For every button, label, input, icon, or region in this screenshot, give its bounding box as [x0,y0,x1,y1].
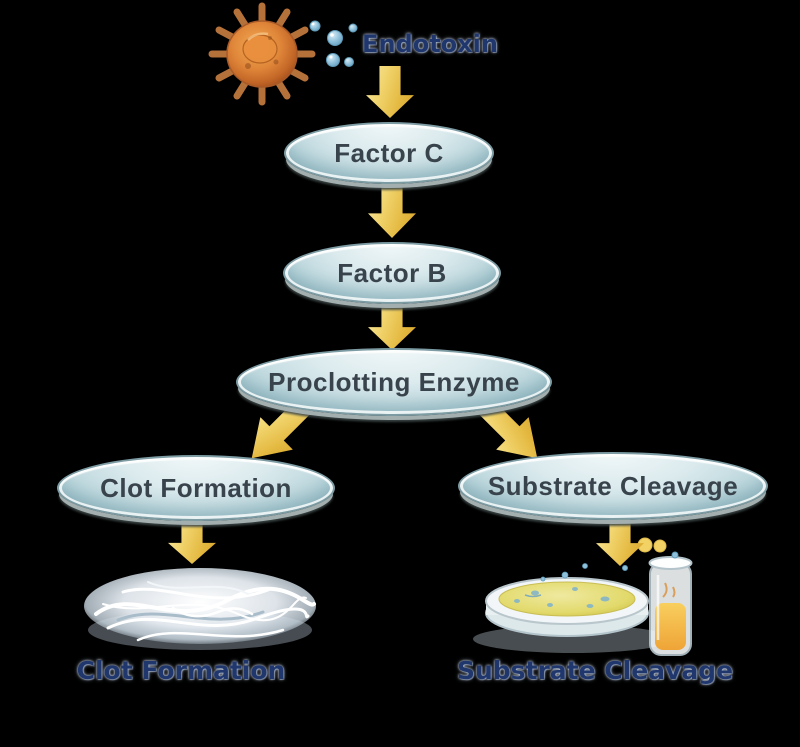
petri-dish-icon [485,563,649,637]
node-factor-c: Factor C [284,122,494,184]
agar-speckles-icon [514,587,610,608]
endotoxin-bubbles-icon [309,20,358,67]
node-substrate-cleavage-label: Substrate Cleavage [487,470,739,501]
endotoxin-illustration [208,2,358,106]
arrow-factor-b-to-proclotting-enzyme [368,298,416,350]
node-clot-formation-label: Clot Formation [100,472,292,503]
substrate-cleavage-illustration [473,537,693,656]
floating-specks-icon [540,563,588,582]
node-factor-b-label: Factor B [337,257,447,288]
node-clot-formation: Clot Formation [57,455,335,521]
node-proclotting-enzyme: Proclotting Enzyme [236,348,552,416]
node-factor-c-label: Factor C [334,137,444,168]
arrow-factor-c-to-factor-b [368,182,416,238]
substrate-cleavage-caption: Substrate Cleavage [456,656,734,685]
fibrin-clot-illustration [84,568,316,650]
cell-body-icon [226,20,298,88]
arrow-endotoxin-to-factor-c [366,66,414,118]
node-factor-b: Factor B [283,242,501,304]
clot-formation-caption: Clot Formation [76,656,286,685]
node-substrate-cleavage: Substrate Cleavage [458,452,768,520]
test-tube-icon [648,556,693,656]
clot-fibers-icon [94,581,316,642]
clot-mass-icon [84,568,316,644]
endotoxin-label: Endotoxin [362,30,498,58]
tube-bubbles-icon [622,537,679,571]
node-proclotting-enzyme-label: Proclotting Enzyme [268,366,520,397]
